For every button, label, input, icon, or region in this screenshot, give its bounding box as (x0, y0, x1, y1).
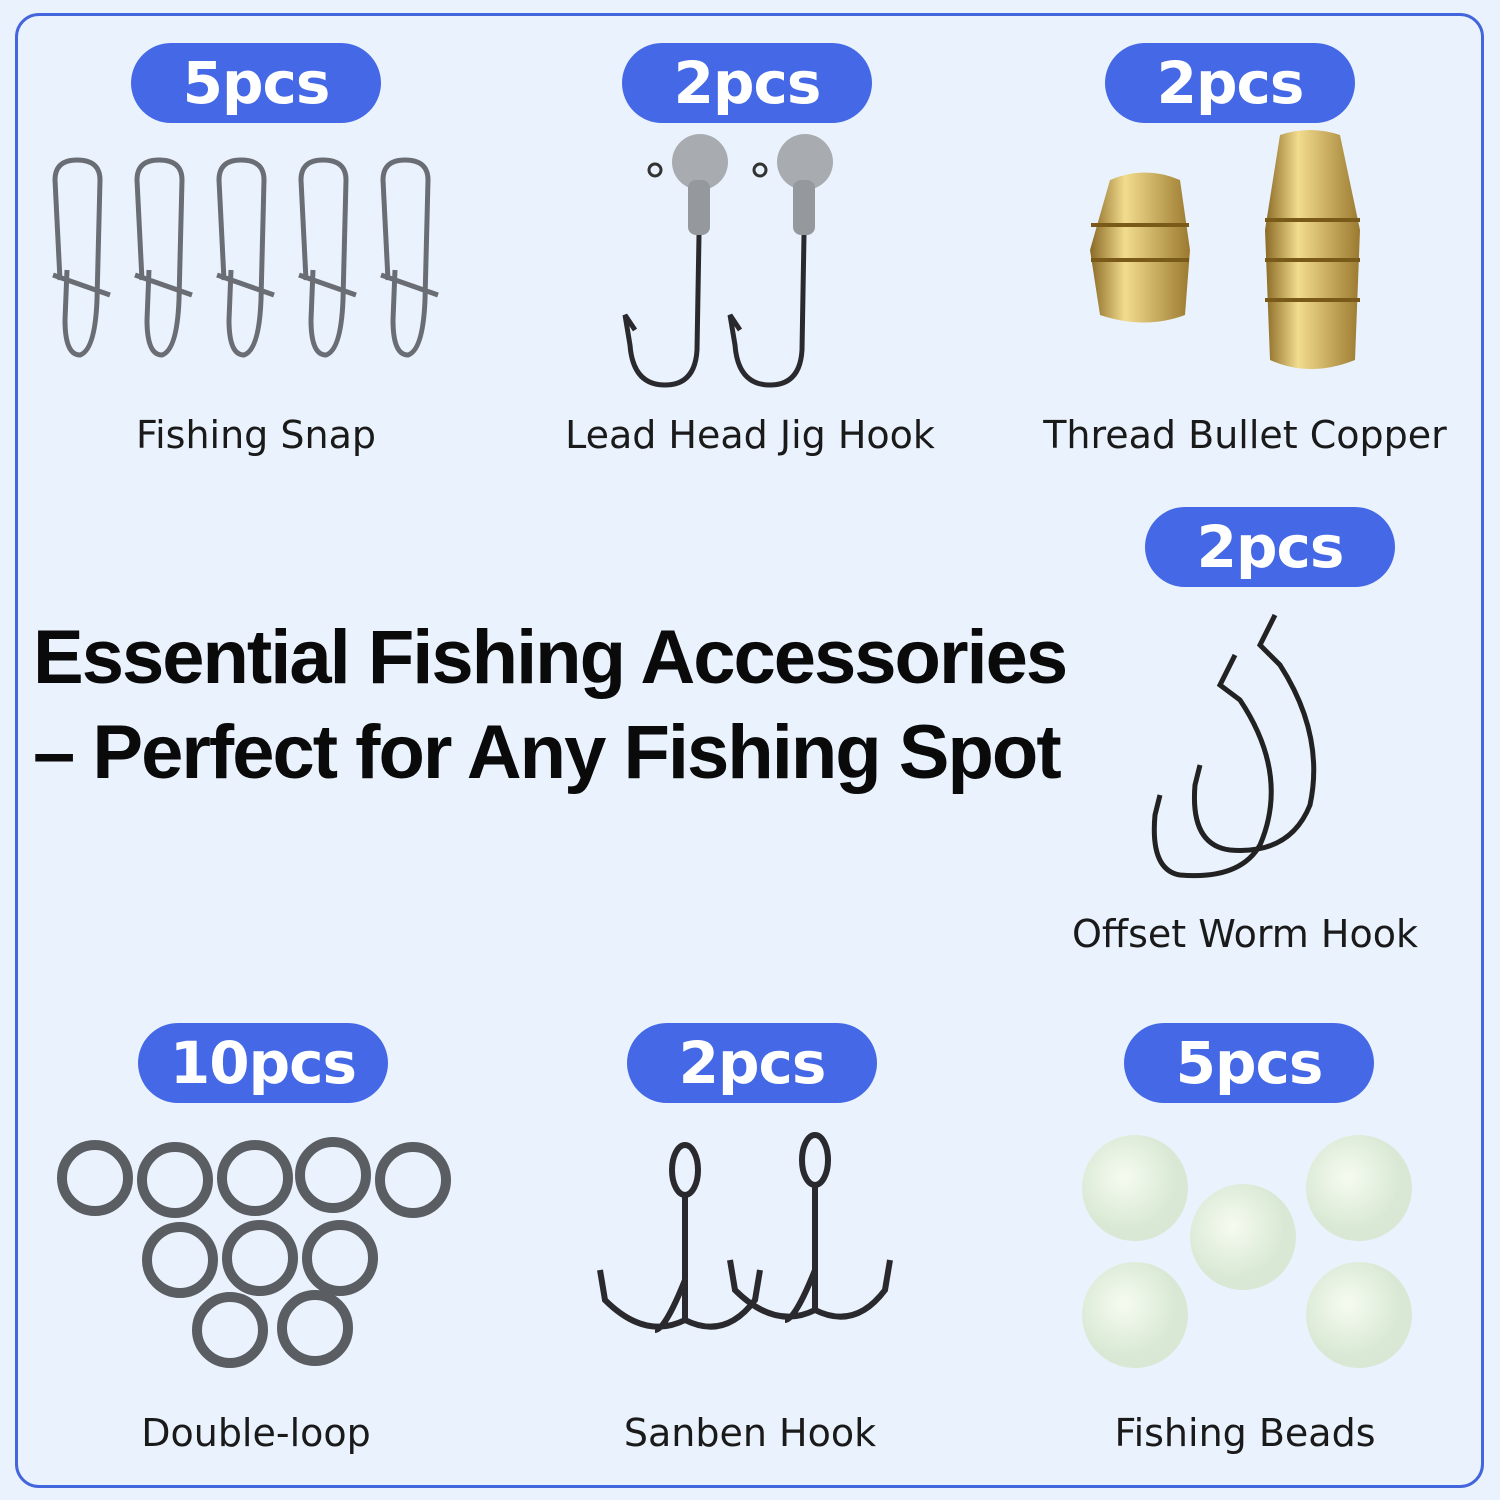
count-badge: 2pcs (622, 43, 872, 123)
item-label: Sanben Hook (623, 1411, 877, 1455)
item-label: Lead Head Jig Hook (565, 413, 935, 457)
fishing-snap-image (52, 157, 475, 358)
page-title: Essential Fishing Accessories – Perfect … (33, 610, 1068, 800)
title-line-2: – Perfect for Any Fishing Spot (33, 710, 1062, 795)
count-badge: 2pcs (1145, 507, 1395, 587)
title-line-1: Essential Fishing Accessories (33, 615, 1068, 700)
count-badge: 2pcs (1105, 43, 1355, 123)
item-label: Fishing Snap (136, 413, 376, 457)
item-label: Offset Worm Hook (1072, 912, 1418, 956)
count-badge: 5pcs (131, 43, 381, 123)
item-label: Thread Bullet Copper (1043, 413, 1447, 457)
count-badge: 10pcs (138, 1023, 388, 1103)
item-label: Double-loop (141, 1411, 371, 1455)
offset-worm-hook-image (1151, 613, 1317, 879)
jig-hook-image (622, 130, 865, 388)
thread-bullet-copper-image (1090, 130, 1360, 369)
count-badge: 2pcs (627, 1023, 877, 1103)
double-loop-image (57, 1137, 451, 1368)
item-label: Fishing Beads (1114, 1411, 1376, 1455)
sanben-hook-image (597, 1130, 905, 1333)
fishing-beads-image (1082, 1135, 1412, 1368)
frame-border (15, 13, 1484, 1488)
count-badge: 5pcs (1124, 1023, 1374, 1103)
